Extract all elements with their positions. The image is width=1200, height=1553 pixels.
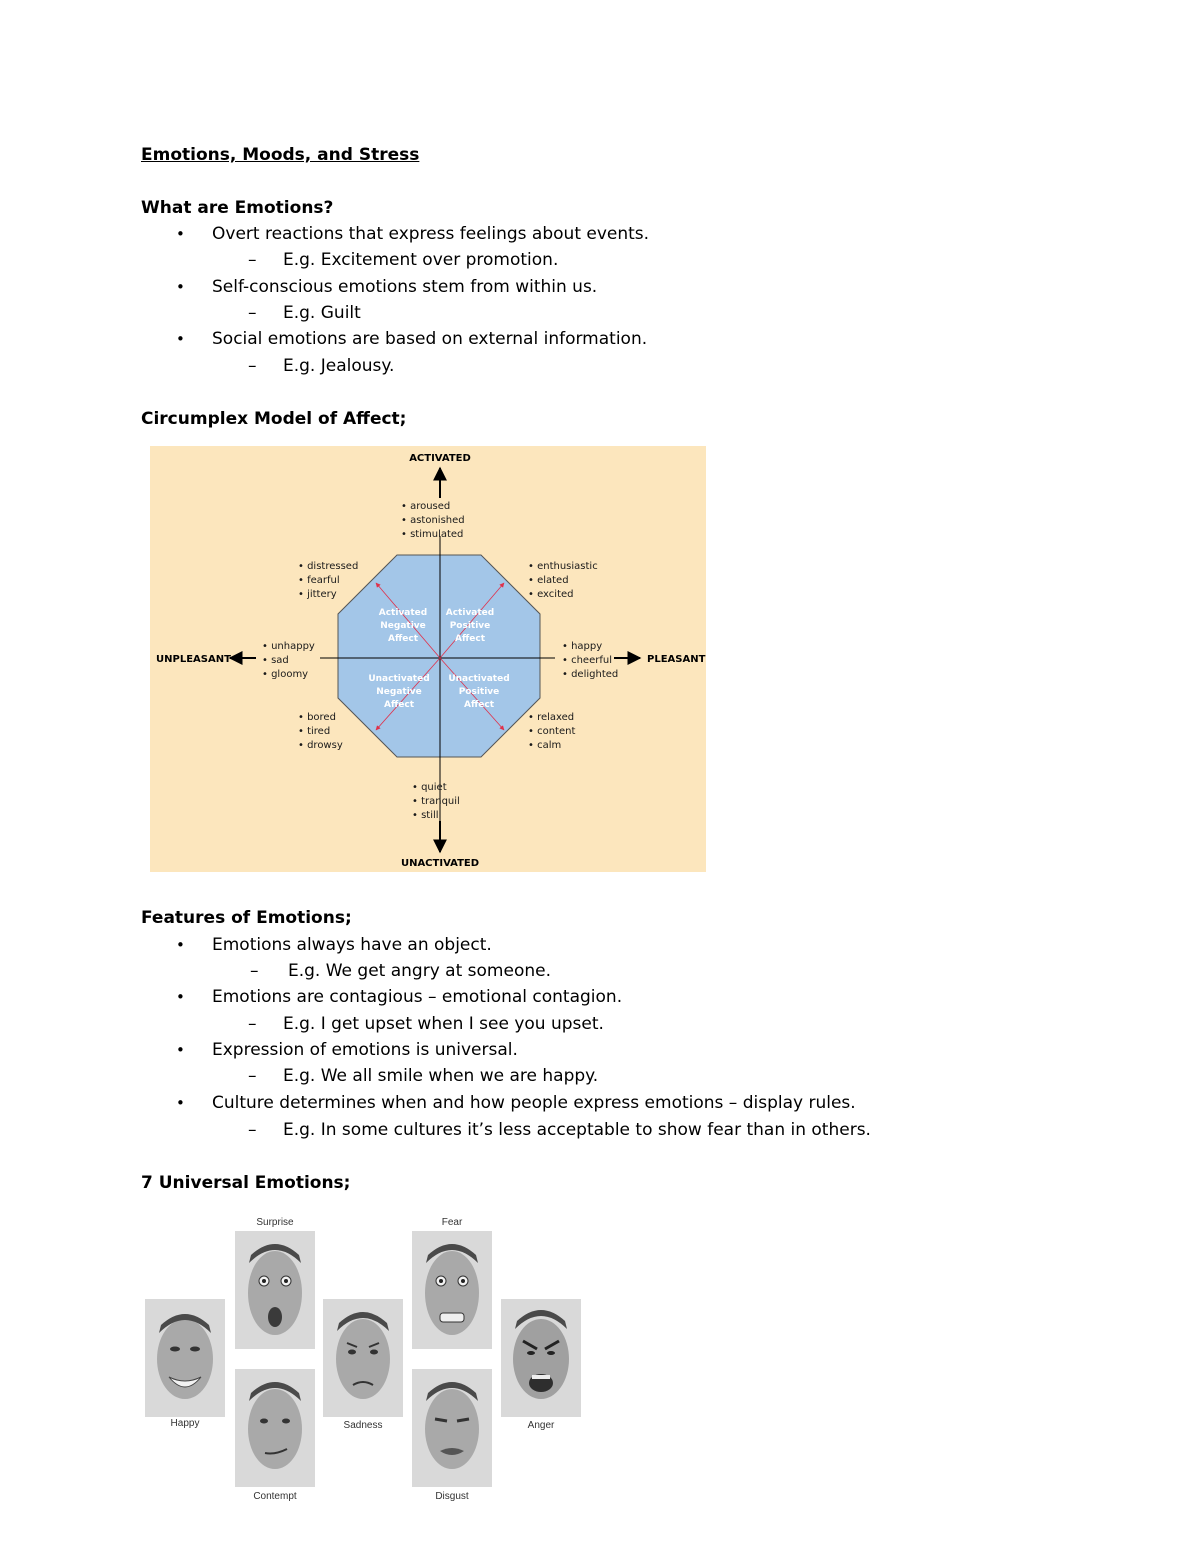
face-caption-contempt: Contempt <box>253 1491 297 1502</box>
bullet-marker: • <box>176 1094 185 1112</box>
axis-label-pleasant: PLEASANT <box>647 654 706 665</box>
bullet-marker: • <box>176 225 185 243</box>
face-photo-surprise <box>235 1231 315 1349</box>
word-distressed: • distressed <box>298 561 358 572</box>
word-jittery: • jittery <box>298 589 337 600</box>
dash-marker: – <box>248 303 257 323</box>
dash-marker: – <box>248 356 257 376</box>
sub-list-item: E.g. We get angry at someone. <box>288 961 551 981</box>
word-unhappy: • unhappy <box>262 641 315 652</box>
affect-octagon <box>337 554 541 758</box>
face-photo-contempt <box>235 1369 315 1487</box>
dash-marker: – <box>248 1120 257 1140</box>
bullet-marker: • <box>176 988 185 1006</box>
word-bored: • bored <box>298 712 336 723</box>
diagonal-arrow-lower-right <box>439 657 505 731</box>
axis-label-unactivated: UNACTIVATED <box>401 858 479 869</box>
word-happy: • happy <box>562 641 602 652</box>
face-caption-fear: Fear <box>441 1217 463 1228</box>
word-still: • still <box>412 810 439 821</box>
dash-marker: – <box>250 961 259 981</box>
word-calm: • calm <box>528 740 561 751</box>
word-astonished: • astonished <box>401 515 465 526</box>
bullet-marker: • <box>176 1041 185 1059</box>
quadrant-label: Unactivated <box>368 674 429 684</box>
word-drowsy: • drowsy <box>298 740 343 751</box>
quadrant-label: Positive <box>459 687 500 697</box>
section-heading-what-are-emotions: What are Emotions? <box>141 198 334 218</box>
face-caption-sadness: Sadness <box>343 1420 383 1431</box>
bullet-marker: • <box>176 330 185 348</box>
dash-marker: – <box>248 1014 257 1034</box>
word-tired: • tired <box>298 726 330 737</box>
word-enthusiastic: • enthusiastic <box>528 561 598 572</box>
quadrant-label: Negative <box>376 687 422 697</box>
sub-list-item: E.g. Jealousy. <box>283 356 395 376</box>
sub-list-item: E.g. I get upset when I see you upset. <box>283 1014 604 1034</box>
quadrant-label: Negative <box>380 621 426 631</box>
axis-label-activated: ACTIVATED <box>409 453 471 464</box>
list-item: Self-conscious emotions stem from within… <box>212 277 598 297</box>
word-delighted: • delighted <box>562 669 618 680</box>
bullet-marker: • <box>176 278 185 296</box>
list-item: Expression of emotions is universal. <box>212 1040 518 1060</box>
diagonal-arrow-lower-left <box>375 657 441 731</box>
face-photo-sadness <box>323 1299 403 1417</box>
dash-marker: – <box>248 1066 257 1086</box>
quadrant-label: Activated <box>446 608 494 618</box>
list-item: Culture determines when and how people e… <box>212 1093 856 1113</box>
diagonal-arrow-upper-right <box>439 582 505 659</box>
list-item: Overt reactions that express feelings ab… <box>212 224 650 244</box>
axis-label-unpleasant: UNPLEASANT <box>156 654 231 665</box>
section-heading-features: Features of Emotions; <box>141 908 352 928</box>
diagonal-arrow-upper-left <box>375 582 441 659</box>
quadrant-label: Positive <box>450 621 491 631</box>
bullet-marker: • <box>176 936 185 954</box>
word-content: • content <box>528 726 575 737</box>
list-item: Social emotions are based on external in… <box>212 329 648 349</box>
word-sad: • sad <box>262 655 289 666</box>
quadrant-label: Affect <box>384 700 415 710</box>
word-excited: • excited <box>528 589 574 600</box>
face-photo-fear <box>412 1231 492 1349</box>
section-heading-circumplex: Circumplex Model of Affect; <box>141 409 407 429</box>
word-aroused: • aroused <box>401 501 450 512</box>
circumplex-diagram: ACTIVATED UNACTIVATED UNPLEASANT PLEASAN… <box>150 446 706 872</box>
face-caption-happy: Happy <box>170 1418 200 1429</box>
quadrant-label: Affect <box>464 700 495 710</box>
word-cheerful: • cheerful <box>562 655 612 666</box>
quadrant-label: Activated <box>379 608 427 618</box>
sub-list-item: E.g. Guilt <box>283 303 361 323</box>
word-tranquil: • tranquil <box>412 796 460 807</box>
dash-marker: – <box>248 250 257 270</box>
sub-list-item: E.g. Excitement over promotion. <box>283 250 559 270</box>
word-quiet: • quiet <box>412 782 447 793</box>
sub-list-item: E.g. We all smile when we are happy. <box>283 1066 599 1086</box>
quadrant-label: Affect <box>455 634 486 644</box>
word-relaxed: • relaxed <box>528 712 574 723</box>
section-heading-universal-emotions: 7 Universal Emotions; <box>141 1173 351 1193</box>
quadrant-label: Unactivated <box>448 674 509 684</box>
word-gloomy: • gloomy <box>262 669 308 680</box>
face-photo-happy <box>145 1299 225 1417</box>
face-photo-anger <box>501 1299 581 1417</box>
face-caption-surprise: Surprise <box>256 1217 294 1228</box>
quadrant-label: Affect <box>388 634 419 644</box>
face-photo-disgust <box>412 1369 492 1487</box>
word-fearful: • fearful <box>298 575 340 586</box>
face-caption-anger: Anger <box>527 1420 555 1431</box>
page-title: Emotions, Moods, and Stress <box>141 145 420 165</box>
word-stimulated: • stimulated <box>401 529 463 540</box>
list-item: Emotions are contagious – emotional cont… <box>212 987 623 1007</box>
word-elated: • elated <box>528 575 569 586</box>
list-item: Emotions always have an object. <box>212 935 492 955</box>
sub-list-item: E.g. In some cultures it’s less acceptab… <box>283 1120 871 1140</box>
face-caption-disgust: Disgust <box>435 1491 469 1502</box>
